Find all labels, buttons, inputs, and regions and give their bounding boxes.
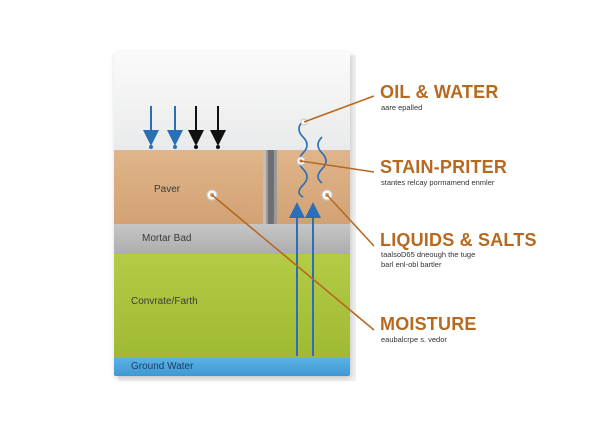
ground-water-label: Ground Water bbox=[131, 361, 194, 372]
callout-stain-desc: stantes relcay pormamend enmler bbox=[381, 178, 495, 187]
callout-liquids-salts-desc: taalsoD65 dneough the tuge barl enl-obl … bbox=[381, 250, 476, 269]
mortar-bed-layer: Mortar Bad bbox=[114, 224, 350, 254]
concrete-earth-layer: Convrate/Farth bbox=[114, 254, 350, 358]
mortar-bed-label: Mortar Bad bbox=[142, 233, 192, 244]
callout-oil-water-desc: aare epalled bbox=[381, 103, 423, 112]
callout-moisture-desc: eaubalcrpe s. vedor bbox=[381, 335, 447, 344]
leader-lines bbox=[211, 95, 375, 331]
paver-joint bbox=[263, 150, 277, 224]
callout-moisture-title: MOISTURE bbox=[380, 314, 477, 334]
callout-stain-title: STAIN-PRITER bbox=[380, 157, 508, 177]
callout-oil-water-title: OIL & WATER bbox=[380, 82, 499, 102]
ground-water-layer: Ground Water bbox=[114, 358, 350, 376]
callout-liquids-salts-title: LIQUIDS & SALTS bbox=[380, 230, 537, 250]
paver-label: Paver bbox=[154, 184, 181, 195]
concrete-earth-label: Convrate/Farth bbox=[131, 296, 198, 307]
cross-section-block: Paver Mortar Bad Convrate/Farth Ground W… bbox=[114, 52, 350, 376]
arrow-up-icon bbox=[289, 202, 321, 356]
arrow-down-icon bbox=[143, 106, 226, 149]
